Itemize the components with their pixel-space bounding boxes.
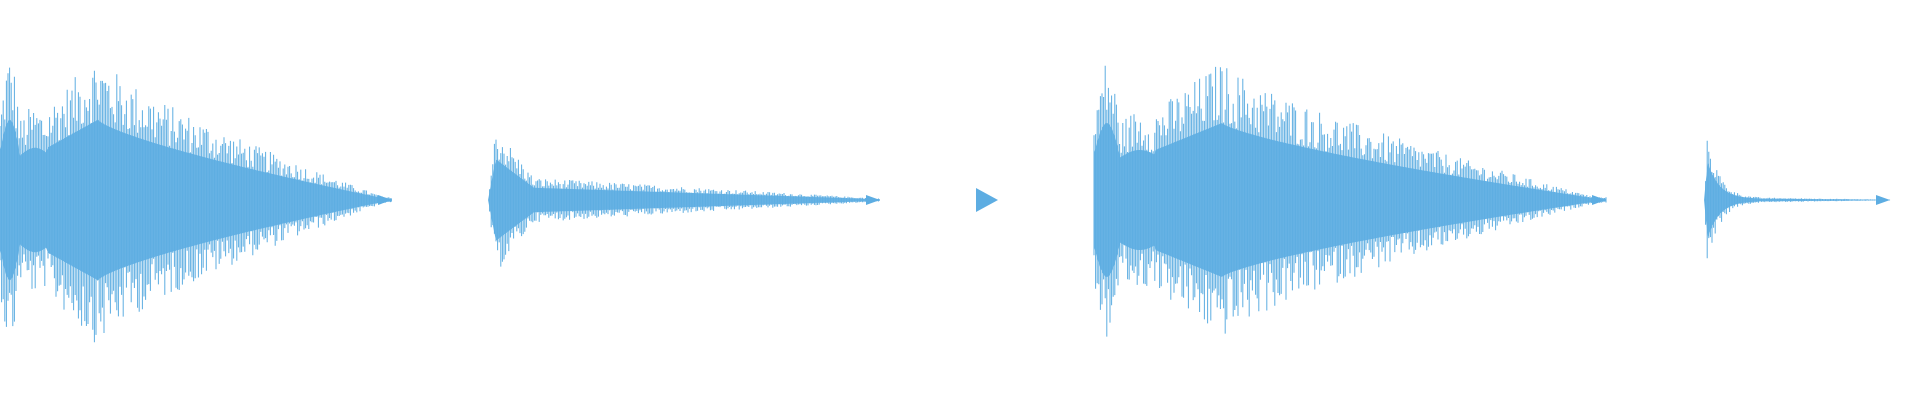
waveform-peaks — [0, 67, 391, 343]
waveform-tail — [1592, 195, 1606, 205]
waveform-clip[interactable] — [488, 139, 880, 267]
waveform-tail — [866, 195, 880, 205]
waveform-peaks — [1093, 65, 1607, 337]
waveform-tail — [378, 195, 392, 205]
waveform-clip[interactable] — [1704, 140, 1891, 259]
waveform-clip[interactable] — [1093, 65, 1607, 337]
clips-layer — [0, 65, 1891, 343]
waveform-clip[interactable] — [0, 67, 392, 343]
waveform-body — [488, 159, 880, 241]
waveform-clip[interactable] — [976, 188, 998, 212]
waveform-peaks — [489, 139, 879, 267]
waveform-blip — [976, 188, 998, 212]
